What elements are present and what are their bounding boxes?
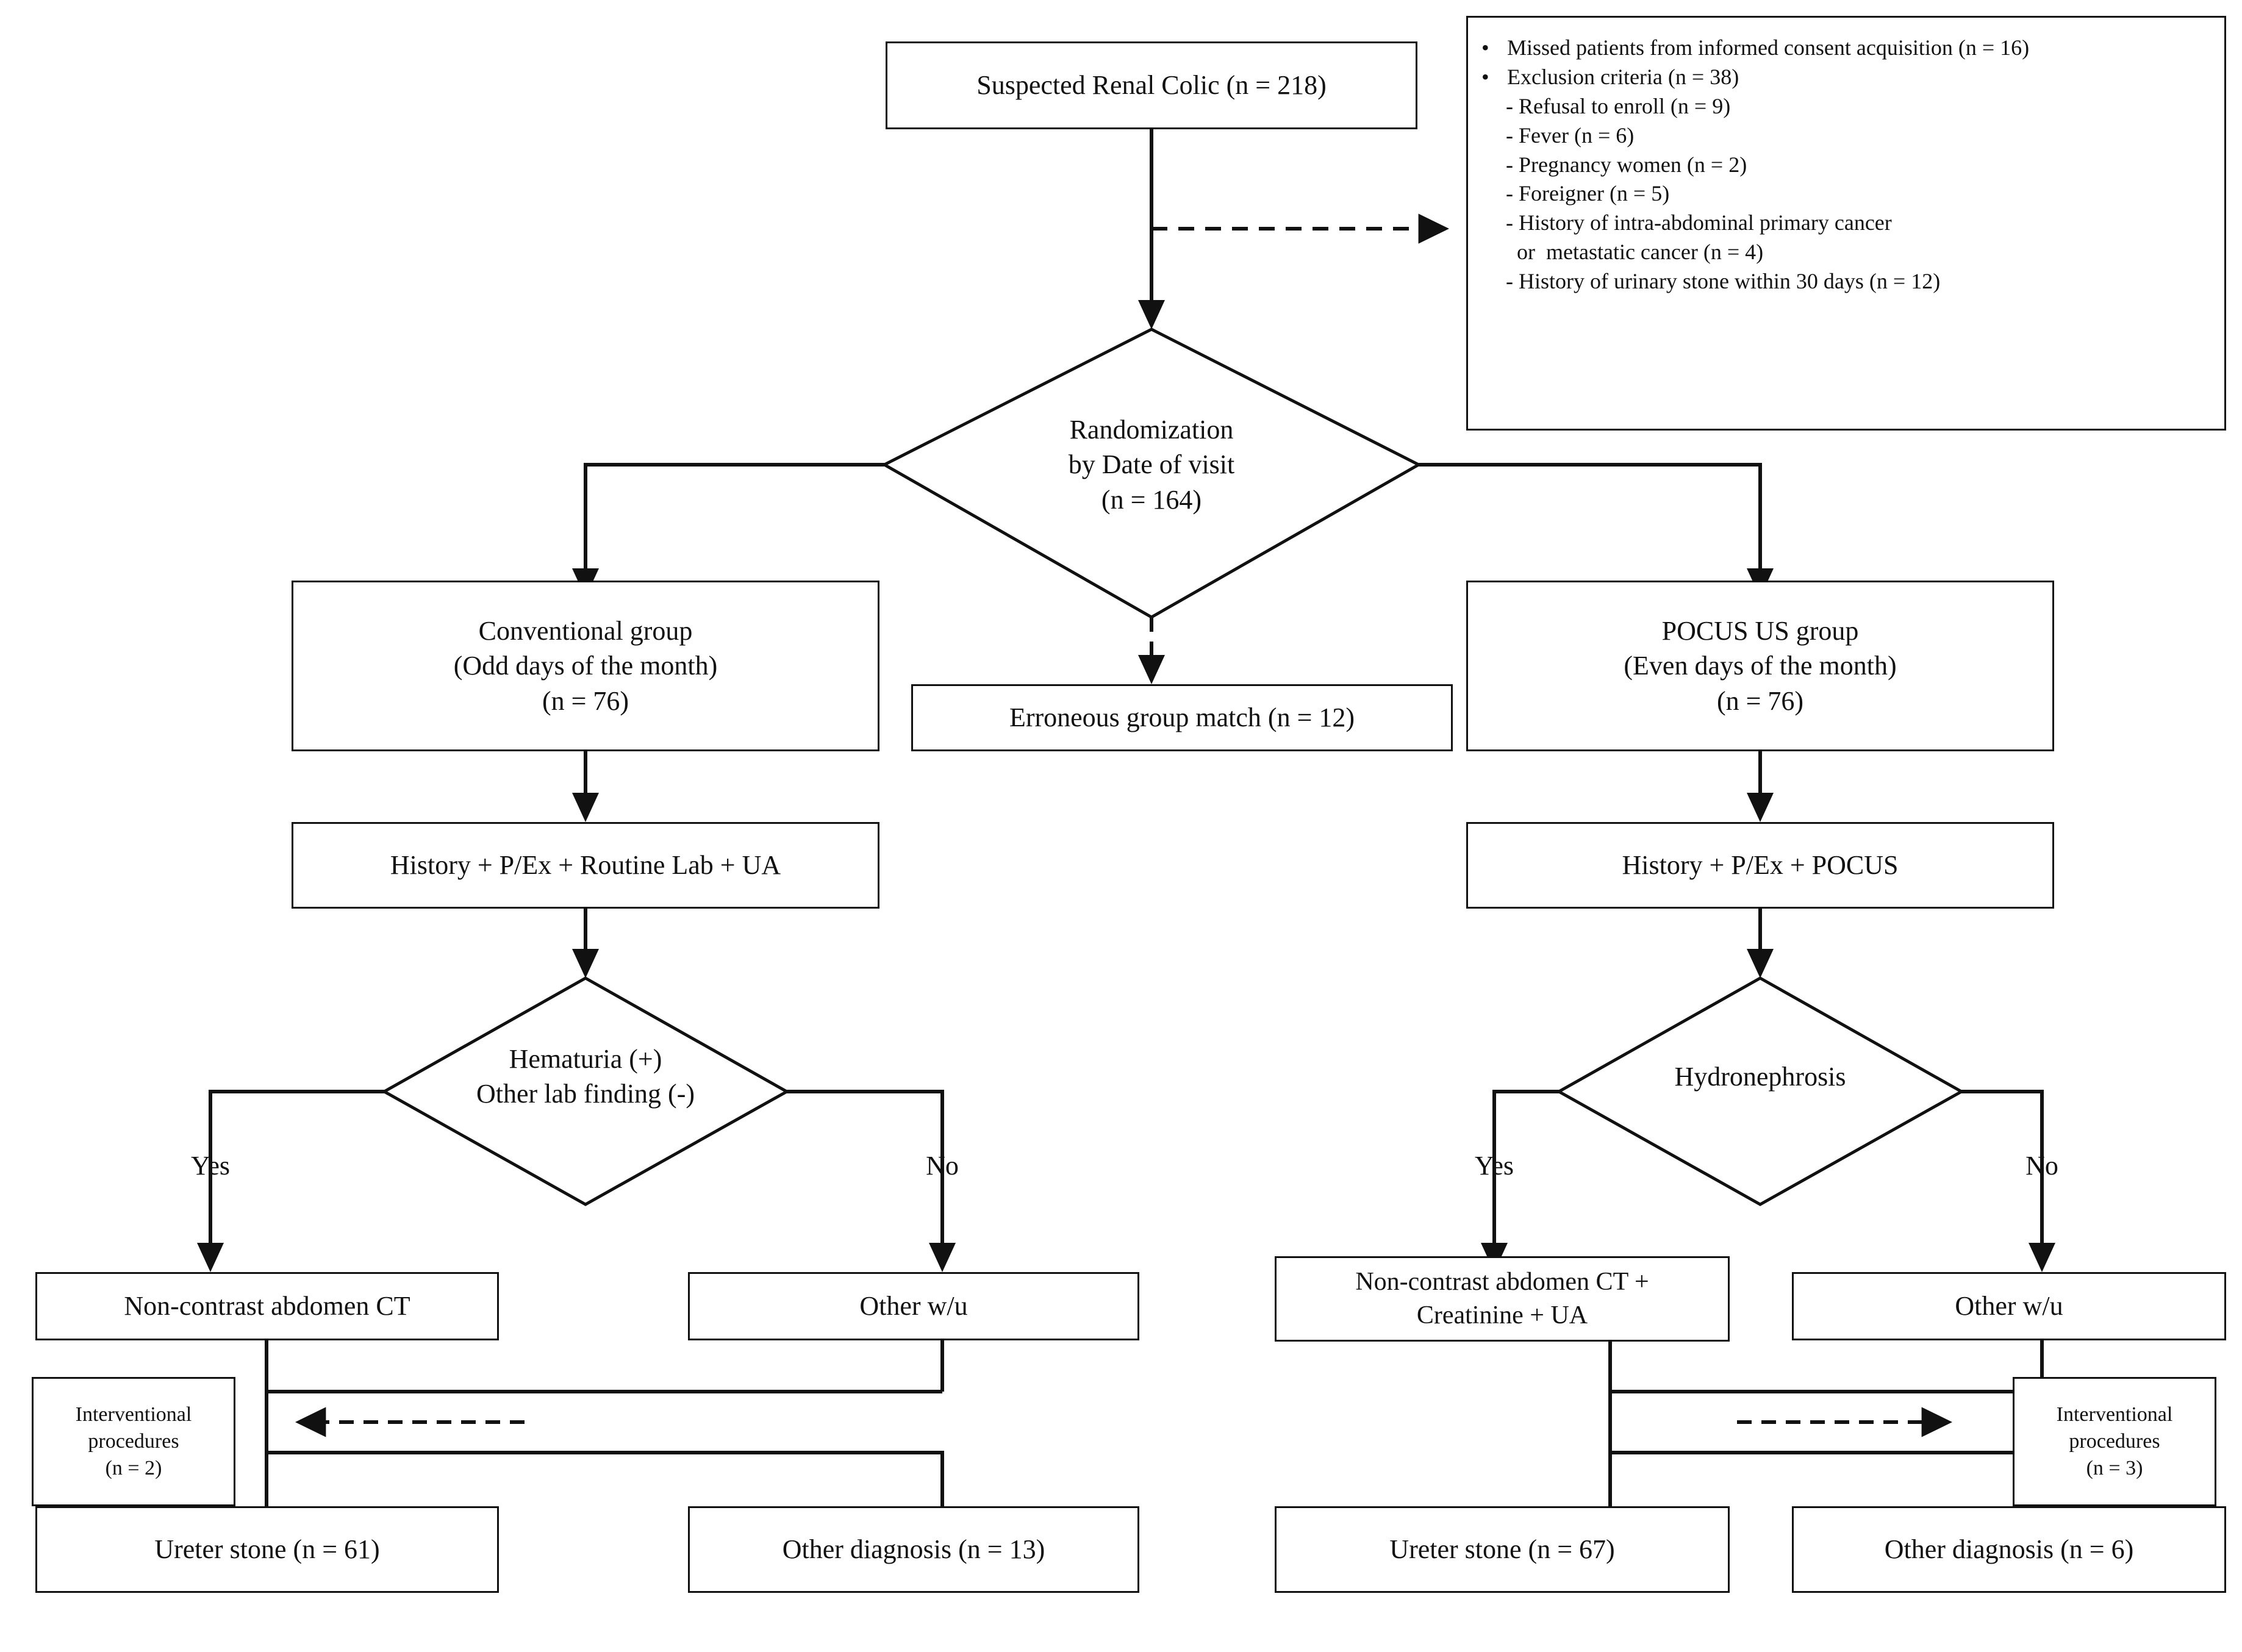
arrowhead-workup-right [1747,793,1774,822]
node-erroneous-group-match[interactable]: Erroneous group match (n = 12) [911,684,1453,751]
edge-label-yes-right: Yes [1474,1151,1514,1181]
exclusion-subitem: - Refusal to enroll (n = 9) [1506,93,1731,118]
exclusion-item: • Exclusion criteria (n = 38) [1481,63,2213,92]
node-other-wu-conventional[interactable]: Other w/u [688,1272,1139,1340]
exclusion-panel[interactable]: • Missed patients from informed consent … [1466,16,2226,431]
node-workup-pocus[interactable]: History + P/Ex + POCUS [1466,822,2054,909]
randomization-diamond [881,327,1422,619]
arrowhead-workup-left [572,793,599,822]
exclusion-subitem: or metastatic cancer (n = 4) [1506,240,1764,265]
interv-right-line-2: procedures [2069,1429,2160,1453]
node-conventional-group[interactable]: Conventional group (Odd days of the mont… [292,581,879,751]
exclusion-subitem: - Fever (n = 6) [1506,123,1635,148]
interv-left-line-3: (n = 2) [105,1457,162,1480]
edge-hydronephrosis-yes [1492,1090,1559,1255]
arrowhead-randomization [1138,300,1165,329]
ct-left-label: Non-contrast abdomen CT [124,1291,410,1321]
arrowhead-hematuria [572,949,599,978]
node-suspected-renal-colic[interactable]: Suspected Renal Colic (n = 218) [886,41,1417,129]
node-ct-conventional[interactable]: Non-contrast abdomen CT [35,1272,499,1340]
interv-right-line-1: Interventional [2056,1403,2173,1426]
edge-label-no-left: No [926,1151,959,1181]
node-interventional-procedures-right[interactable]: Interventional procedures (n = 3) [2013,1377,2216,1506]
pocus-line-1: POCUS US group [1661,616,1859,646]
node-pocus-us-group[interactable]: POCUS US group (Even days of the month) … [1466,581,2054,751]
node-other-diagnosis-pocus[interactable]: Other diagnosis (n = 6) [1792,1506,2226,1593]
exclusion-item: • Missed patients from informed consent … [1481,34,2213,63]
pocus-line-3: (n = 76) [1716,685,1804,716]
pocus-line-2: (Even days of the month) [1624,651,1897,681]
exclusion-subitem: - Foreigner (n = 5) [1506,181,1670,206]
arrowhead-otherwu-left [929,1243,956,1272]
otherdx-right-label: Other diagnosis (n = 6) [1884,1534,2134,1565]
interv-left-line-2: procedures [88,1429,179,1453]
node-ct-pocus[interactable]: Non-contrast abdomen CT + Creatinine + U… [1275,1256,1730,1342]
edge-label-no-right: No [2025,1151,2058,1181]
arrowhead-erroneous [1138,655,1165,684]
edge-hematuria-no [787,1090,944,1255]
node-other-diagnosis-conventional[interactable]: Other diagnosis (n = 13) [688,1506,1139,1593]
exclusion-item-text: Exclusion criteria (n = 38) [1507,64,1739,89]
hydronephrosis-diamond [1555,976,1965,1206]
bullet-icon: • [1481,64,1489,89]
edge-hub-left-to-otherdx [267,1451,944,1506]
interv-left-line-1: Interventional [75,1403,192,1426]
edge-hematuria-yes [209,1090,384,1255]
exclusion-subitem: - History of urinary stone within 30 day… [1506,269,1941,293]
edge-randomization-to-pocus [1419,463,1762,581]
node-interventional-procedures-left[interactable]: Interventional procedures (n = 2) [32,1377,235,1506]
conventional-line-3: (n = 76) [542,685,629,716]
arrowhead-ct-left [197,1243,224,1272]
interv-right-line-3: (n = 3) [2086,1457,2143,1480]
ureter-left-label: Ureter stone (n = 61) [154,1534,380,1565]
workup-right-label: History + P/Ex + POCUS [1622,850,1899,881]
edge-randomization-to-conventional [584,463,884,581]
node-other-wu-pocus[interactable]: Other w/u [1792,1272,2226,1340]
hematuria-diamond [381,976,790,1206]
edge-hydronephrosis-no [1961,1090,2044,1255]
bullet-icon: • [1481,35,1489,60]
exclusion-item-text: Missed patients from informed consent ac… [1507,35,2030,60]
other-wu-right-label: Other w/u [1955,1291,2063,1321]
other-wu-left-label: Other w/u [859,1291,968,1321]
conventional-line-2: (Odd days of the month) [453,651,718,681]
edge-hub-right-to-otherdx [1610,1451,2044,1506]
edge-label-yes-left: Yes [190,1151,231,1181]
ureter-right-label: Ureter stone (n = 67) [1389,1534,1615,1565]
node-workup-conventional[interactable]: History + P/Ex + Routine Lab + UA [292,822,879,909]
otherdx-left-label: Other diagnosis (n = 13) [782,1534,1045,1565]
exclusion-subitem: - History of intra-abdominal primary can… [1506,210,1892,235]
ct-right-line-1: Non-contrast abdomen CT + [1355,1268,1649,1296]
arrowhead-otherwu-right [2029,1243,2055,1272]
arrowhead-hydronephrosis [1747,949,1774,978]
conventional-line-1: Conventional group [478,616,693,646]
node-ureter-stone-conventional[interactable]: Ureter stone (n = 61) [35,1506,499,1593]
erroneous-label: Erroneous group match (n = 12) [1009,703,1355,733]
node-suspected-label: Suspected Renal Colic (n = 218) [976,70,1327,101]
exclusion-subitem: - Pregnancy women (n = 2) [1506,152,1747,177]
node-ureter-stone-pocus[interactable]: Ureter stone (n = 67) [1275,1506,1730,1593]
workup-left-label: History + P/Ex + Routine Lab + UA [390,850,781,881]
ct-right-line-2: Creatinine + UA [1416,1301,1588,1329]
exclusion-list: • Missed patients from informed consent … [1468,18,2224,296]
